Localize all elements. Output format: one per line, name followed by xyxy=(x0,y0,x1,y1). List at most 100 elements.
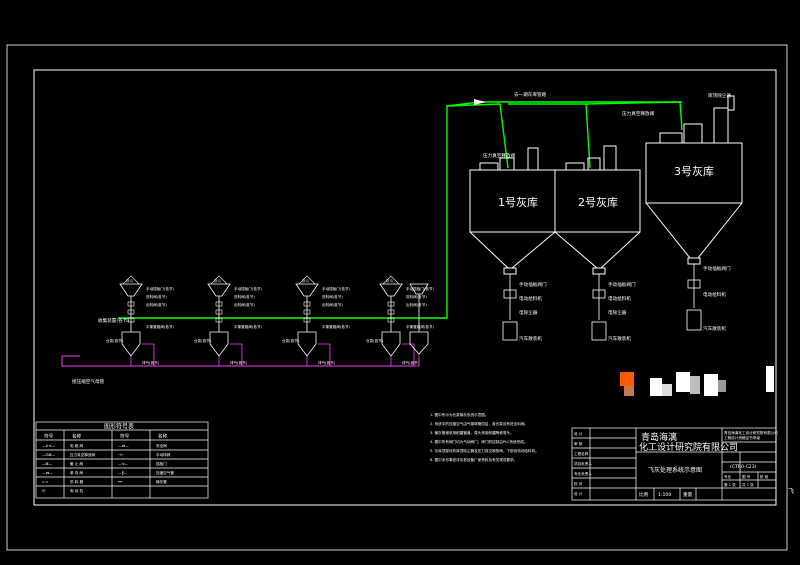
inlet-valve-label: 进料阀(各节) xyxy=(322,294,343,299)
pump-unit: 手动插板门(各节) 进料阀(各节) 出料阀(各节) 平衡管路阀(各节) 仓泵(各节) 排气… xyxy=(106,275,175,366)
pump-unit xyxy=(409,283,429,367)
inlet-valve-label: 进料阀(各节) xyxy=(234,294,255,299)
air-valve-label: 出料阀(各节) xyxy=(146,302,167,307)
notes: 1. 图中所示为仓泵输灰系统示意图。2. 系统中的压缩空气由气源母管供给，各仓泵… xyxy=(430,412,539,462)
legend-header: 符号 xyxy=(120,433,130,440)
legend-symbol: —⊳⊲— xyxy=(42,444,56,448)
manual-gate-label-2: 手动插板阀门 xyxy=(608,281,636,288)
air-valve-label: 出料阀(各节) xyxy=(234,302,255,307)
balance-valve-label: 平衡管路阀(各节) xyxy=(406,324,435,329)
vent-label: 排气(各节) xyxy=(230,360,248,365)
company-line2: 化工设计研究院有限公司 xyxy=(639,441,738,453)
pump-label: 仓泵(各节) xyxy=(282,338,300,343)
feeder-label-2: 电动给料机 xyxy=(608,295,631,302)
vent-label: 排气(各节) xyxy=(318,360,336,365)
sheet-label-1: 图 号 xyxy=(742,474,751,479)
sign-row-label: 工程名称 xyxy=(574,451,589,456)
air-valve-label: 出料阀(各节) xyxy=(322,302,343,307)
pump-unit: 手动插板门(各节) 进料阀(各节) 出料阀(各节) 平衡管路阀(各节) 仓泵(各节) 排气… xyxy=(282,275,351,366)
legend-table xyxy=(35,421,209,499)
title-block xyxy=(571,427,777,501)
legend-body: 符号名称符号名称—⊳⊲—电 磁 阀—⋈—安全阀—⊡⊠—压力真空释放阀⊣⊢手动球阀… xyxy=(42,433,174,494)
manual-valve-label: 手动插板门(各节) xyxy=(322,286,351,291)
sign-row-label: 设 计 xyxy=(574,431,583,436)
legend-name: 供 料 器 xyxy=(70,479,83,484)
legend-header: 符号 xyxy=(44,433,54,440)
sign-row-label: 设 计 xyxy=(574,491,583,496)
legend-symbol: —╫— xyxy=(118,470,128,475)
pipe-arrow-icon xyxy=(474,99,486,105)
pump-unit: 手动插板门(各节)进料阀(各节)出料阀(各节)平衡管路阀(各节)仓泵(各节)排气… xyxy=(194,275,263,366)
balance-valve-label: 平衡管路阀(各节) xyxy=(322,324,351,329)
legend-header: 名称 xyxy=(72,433,82,440)
legend-header: 名称 xyxy=(158,433,168,440)
pump-unit: 手动插板门(各节)进料阀(各节)出料阀(各节)平衡管路阀(各节)仓泵(各节)排气… xyxy=(366,275,435,366)
manual-gate-label-1: 手动插板阀门 xyxy=(519,281,547,288)
inlet-valve-label: 进料阀(各节) xyxy=(406,294,427,299)
legend-symbol: ⊂⊃ xyxy=(42,480,48,484)
legend-symbol: —⊲— xyxy=(118,462,129,466)
legend-symbol: —⋈— xyxy=(118,444,129,448)
air-supply-label: 接压缩空气母管 xyxy=(72,378,105,385)
hopper-cap-label: 灰斗 xyxy=(126,278,134,283)
legend-name: 截 止 阀 xyxy=(70,461,83,466)
logo-pixel-block xyxy=(620,366,774,396)
pump-units: 手动插板门(各节) 进料阀(各节) 出料阀(各节) 平衡管路阀(各节) 仓泵(各节) 排气… xyxy=(106,275,435,367)
legend-name: 单 向 阀 xyxy=(70,470,83,475)
legend-name: 电 磁 阀 xyxy=(70,443,83,448)
pressure-relief-label: 压力真空释放阀 xyxy=(622,110,655,117)
legend-symbol: ⓜ xyxy=(42,488,46,493)
note-line: 3. 输灰管道采用耐磨管道，弯头采用耐磨陶瓷弯头。 xyxy=(430,430,514,435)
silo-2-label: 2号灰库 xyxy=(578,195,618,209)
sheet-value-0: 第 1 张 xyxy=(724,482,736,487)
legend-title: 图形符号表 xyxy=(104,423,134,431)
legend-name: 输灰管 xyxy=(156,479,167,484)
manual-valve-label: 手动插板门(各节) xyxy=(234,286,263,291)
silo-group-1-2 xyxy=(469,145,641,275)
balance-valve-label: 平衡管路阀(各节) xyxy=(146,324,175,329)
top-pipe-label: 去一期灰库管路 xyxy=(514,91,547,98)
sign-row-label: 项目负责人 xyxy=(574,461,592,466)
note-line: 6. 图中未尽事宜详见各设备厂家资料及有关规范要求。 xyxy=(430,457,517,462)
note-line: 2. 系统中的压缩空气由气源母管供给，各仓泵设有进出料阀。 xyxy=(430,421,528,426)
sign-row-label: 校 对 xyxy=(574,481,583,486)
pump-label: 仓泵(各节) xyxy=(366,338,384,343)
sheet-value-1: 共 1 张 xyxy=(742,482,754,487)
outlet-label: 收集装置(各节) xyxy=(98,317,129,324)
legend-name: 压缩空气管 xyxy=(156,470,174,475)
air-header xyxy=(61,355,414,367)
drawing-title: 飞灰处理系统示意图 xyxy=(648,466,702,474)
balance-valve-label: 平衡管路阀(各节) xyxy=(234,324,263,329)
legend-symbol: —⊡⊠— xyxy=(42,453,56,457)
truck-label-2: 汽车散装机 xyxy=(608,335,631,342)
legend-name: 压力真空释放阀 xyxy=(70,452,96,457)
manual-valve-label: 手动插板门(各节) xyxy=(146,286,175,291)
legend-symbol: ━━ xyxy=(117,480,123,484)
sheet-label-0: 专业 xyxy=(724,474,732,479)
manual-valve-label: 手动插板门(各节) xyxy=(406,286,435,291)
air-valve-label: 出料阀(各节) xyxy=(406,302,427,307)
dust-label-2: 电除尘器 xyxy=(608,309,627,316)
pump-label: 仓泵(各节) xyxy=(106,338,124,343)
legend-name: 手动球阀 xyxy=(156,452,171,457)
top-right-note: 青岛海漓化工设计研究院有限公司 xyxy=(724,430,778,435)
legend-symbol: ⊣⊢ xyxy=(118,453,124,457)
note-line: 5. 灰库顶部设有库顶除尘器及压力真空释放阀，下部设电动给料机。 xyxy=(430,448,539,453)
outer-border xyxy=(6,44,788,551)
scale-value: 1:100 xyxy=(658,492,671,498)
conveying-pipe xyxy=(118,101,683,319)
truck-label-3: 汽车散装机 xyxy=(703,325,726,332)
top-right-note-2: 工程设计资格证书甲级 xyxy=(724,435,760,440)
sheet-label-2: 阶 段 xyxy=(760,474,769,479)
edge-mark: 飞 xyxy=(788,488,794,495)
hopper-cap-label: 灰斗 xyxy=(386,278,394,283)
inlet-valve-label: 进料阀(各节) xyxy=(146,294,167,299)
legend-symbol: —⊠— xyxy=(42,462,53,466)
hopper-cap-label: 灰斗 xyxy=(302,278,310,283)
silo-3-label: 3号灰库 xyxy=(674,164,714,178)
legend-symbol: —⋈— xyxy=(42,471,53,475)
vent-label: 排气(各节) xyxy=(142,360,160,365)
scale-label: 比例 xyxy=(639,491,649,498)
